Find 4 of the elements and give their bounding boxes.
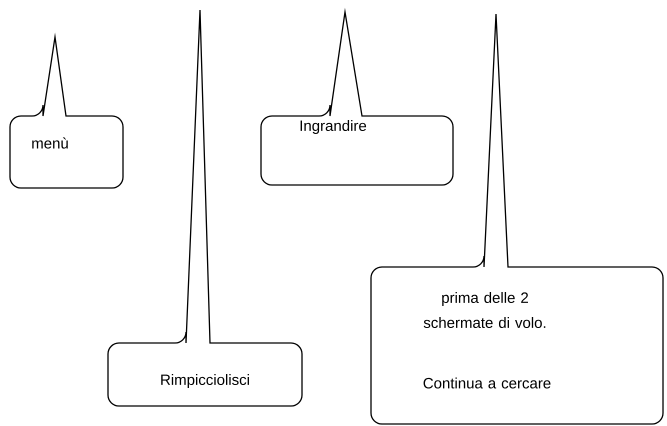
callout-balloon: Ingrandire bbox=[260, 11, 454, 186]
callout-balloon: prima delle 2 schermate di volo. Continua a cercare bbox=[370, 13, 664, 425]
callout-balloon: Rimpicciolisci bbox=[107, 9, 303, 407]
callout-balloon: menù bbox=[9, 36, 124, 189]
